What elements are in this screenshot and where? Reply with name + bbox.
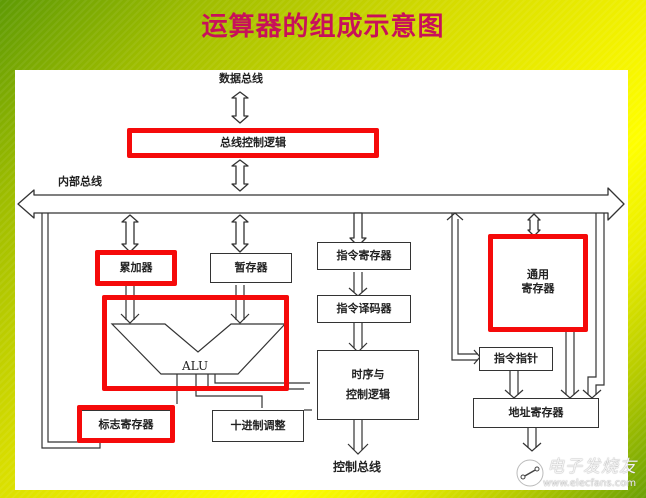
general-registers-highlight xyxy=(488,234,588,332)
instruction-decoder-box: 指令译码器 xyxy=(317,295,411,323)
bus-control-logic-box: 总线控制逻辑 xyxy=(132,130,374,156)
accumulator-box: 累加器 xyxy=(98,253,174,283)
flag-register-highlight xyxy=(77,405,175,443)
timing-control-line2: 控制逻辑 xyxy=(346,388,390,401)
address-register-box: 地址寄存器 xyxy=(473,398,599,428)
watermark-name: 电子发烧友 xyxy=(547,457,637,477)
timing-control-line1: 时序与 xyxy=(351,368,385,381)
decimal-adjust-label: 十进制调整 xyxy=(230,419,286,432)
general-registers-line2: 寄存器 xyxy=(521,282,555,295)
control-bus-label: 控制总线 xyxy=(333,460,382,474)
watermark-url: www.elecfans.com xyxy=(543,478,637,489)
decimal-adjust-box: 十进制调整 xyxy=(212,410,304,442)
accumulator-highlight xyxy=(95,250,177,286)
timing-control-logic-box: 时序与 控制逻辑 xyxy=(317,350,419,420)
page-title: 运算器的组成示意图 xyxy=(201,12,445,42)
temp-register-box: 暂存器 xyxy=(210,253,292,283)
general-registers-line1: 通用 xyxy=(527,268,549,281)
data-bus-label: 数据总线 xyxy=(219,72,263,85)
temp-register-label: 暂存器 xyxy=(234,261,268,274)
accumulator-label: 累加器 xyxy=(119,261,153,274)
alu-highlight xyxy=(102,295,289,391)
diagram-lines xyxy=(17,91,625,455)
instruction-pointer-label: 指令指针 xyxy=(494,352,538,365)
instruction-register-box: 指令寄存器 xyxy=(317,242,411,270)
internal-bus-label: 内部总线 xyxy=(58,175,102,188)
instruction-register-label: 指令寄存器 xyxy=(336,249,392,262)
alu-label: ALU xyxy=(182,359,209,373)
flag-register-label: 标志寄存器 xyxy=(98,418,154,431)
general-registers-box: 通用 寄存器 xyxy=(492,236,584,328)
flag-register-box: 标志寄存器 xyxy=(80,410,172,440)
bus-control-logic-highlight xyxy=(127,128,379,158)
instruction-pointer-box: 指令指针 xyxy=(479,347,553,371)
watermark: 电子发烧友 www.elecfans.com xyxy=(515,452,640,496)
address-register-label: 地址寄存器 xyxy=(508,406,564,419)
watermark-logo-icon xyxy=(516,459,544,487)
bus-control-logic-label: 总线控制逻辑 xyxy=(220,136,286,149)
instruction-decoder-label: 指令译码器 xyxy=(336,302,392,315)
